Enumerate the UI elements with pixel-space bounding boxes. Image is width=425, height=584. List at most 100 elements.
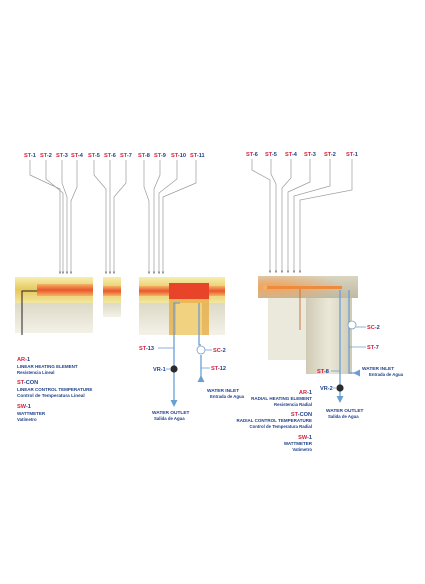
radial-legend-sw-es: Vatímetro <box>292 447 312 452</box>
radial-heater-core <box>262 285 268 290</box>
linear-probe-tip-4 <box>104 271 108 274</box>
linear-sensor-wires <box>29 160 197 274</box>
legend-ar-en: LINEAR HEATING ELEMENT <box>17 364 78 369</box>
linear-probe-tip-0 <box>58 271 62 274</box>
linear-sensor-label-8: ST-9 <box>154 153 166 159</box>
linear-wire-10 <box>162 160 197 274</box>
linear-probe-tip-10 <box>161 271 165 274</box>
linear-wire-8 <box>153 160 161 274</box>
linear-sensor-label-4: ST-5 <box>88 153 100 159</box>
radial-wire-5 <box>299 159 353 273</box>
radial-sensor-label-3: ST-3 <box>304 152 316 158</box>
radial-heater-band <box>264 286 342 289</box>
cooling-jacket-core <box>176 303 202 335</box>
vr1-label: VR-1 <box>153 367 166 373</box>
radial-wire-1 <box>270 159 277 273</box>
legend-sw-en: WATTMETER <box>17 411 46 416</box>
linear-bar <box>15 277 225 335</box>
linear-probe-tip-6 <box>112 271 116 274</box>
linear-probe-tip-8 <box>152 271 156 274</box>
outlet-title: WATER OUTLET <box>152 410 190 416</box>
radial-sensor-wires <box>251 159 353 273</box>
hot-zone <box>169 283 209 299</box>
radial-legend-sw-en: WATTMETER <box>284 441 313 446</box>
radial-probe-tip-0 <box>268 270 272 273</box>
linear-wire-3 <box>70 160 78 274</box>
legend-ar-code: AR-1 <box>17 357 30 363</box>
linear-sensor-label-1: ST-2 <box>40 153 52 159</box>
radial-valve-icon <box>336 384 344 392</box>
linear-sensor-label-7: ST-8 <box>138 153 150 159</box>
radial-cylinder <box>306 296 352 374</box>
radial-legend-ar-code: AR-1 <box>299 390 312 396</box>
sc2-label-radial: SC-2 <box>367 325 380 331</box>
bar-shade-left <box>15 303 93 333</box>
linear-probe-tip-2 <box>65 271 69 274</box>
bar-shade-mid <box>103 303 121 317</box>
linear-water-circuit <box>158 302 212 407</box>
outlet-sub: Salida de Agua <box>154 416 185 421</box>
inlet-pipe <box>198 303 202 378</box>
radial-probe-tip-4 <box>292 270 296 273</box>
radial-wire-4 <box>293 159 331 273</box>
st12-label: ST-12 <box>211 366 226 372</box>
linear-wire-1 <box>45 160 64 274</box>
radial-legend: AR-1 RADIAL HEATING ELEMENT Resistencia … <box>236 390 312 452</box>
linear-sensor-label-9: ST-10 <box>171 153 186 159</box>
flow-sensor-icon <box>196 345 206 355</box>
inlet-arrow <box>197 375 205 382</box>
legend-stcon-code: ST-CON <box>17 380 38 386</box>
radial-legend-stcon-code: ST-CON <box>291 412 312 418</box>
radial-legend-stcon-es: Control de Temperatura Radial <box>250 424 312 429</box>
linear-sensor-label-5: ST-6 <box>104 153 116 159</box>
legend-ar-es: Resistencia Lineal <box>17 370 55 375</box>
linear-wire-7 <box>143 160 150 274</box>
radial-wire-2 <box>281 159 292 273</box>
radial-outlet-arrow <box>336 396 344 403</box>
valve-icon <box>170 365 178 373</box>
radial-wire-3 <box>287 159 311 273</box>
sc2-label: SC-2 <box>213 348 226 354</box>
linear-probe-tip-7 <box>147 271 151 274</box>
linear-sensor-label-0: ST-1 <box>24 153 36 159</box>
heater-left <box>37 284 93 296</box>
linear-legend: AR-1 LINEAR HEATING ELEMENT Resistencia … <box>17 357 92 422</box>
radial-legend-sw-code: SW-1 <box>298 435 312 441</box>
radial-sensor-label-2: ST-4 <box>285 152 298 158</box>
radial-probe-tip-3 <box>286 270 290 273</box>
radial-inlet-arrow <box>353 369 360 377</box>
heater-mid <box>103 286 121 296</box>
inlet-title: WATER INLET <box>207 388 239 394</box>
linear-probe-tip-5 <box>108 271 112 274</box>
vr2-label-radial: VR-2 <box>320 386 333 392</box>
radial-flow-sensor-icon <box>347 320 357 330</box>
linear-sensor-label-10: ST-11 <box>190 153 205 159</box>
radial-inlet-title: WATER INLET <box>362 366 394 372</box>
heater-cable <box>21 290 37 335</box>
radial-wire-0 <box>251 159 271 273</box>
linear-sensor-label-2: ST-3 <box>56 153 68 159</box>
st13-label: ST-13 <box>139 346 154 352</box>
legend-stcon-es: Control de Temperatura Lineal <box>17 393 85 398</box>
outlet-arrow <box>170 400 178 407</box>
linear-wire-2 <box>61 160 68 274</box>
legend-stcon-en: LINEAR CONTROL TEMPERATURE <box>17 387 92 392</box>
linear-wire-4 <box>93 160 107 274</box>
radial-legend-ar-es: Resistencia Radial <box>274 402 312 407</box>
legend-sw-code: SW-1 <box>17 404 31 410</box>
radial-probe-tip-5 <box>298 270 302 273</box>
linear-probe-tip-3 <box>69 271 73 274</box>
st8-label-radial: ST-8 <box>317 369 329 375</box>
legend-sw-es: Vatímetro <box>17 417 37 422</box>
linear-sensor-label-6: ST-7 <box>120 153 132 159</box>
radial-outlet-title: WATER OUTLET <box>326 408 364 414</box>
linear-sensor-label-3: ST-4 <box>71 153 84 159</box>
st7-label-radial: ST-7 <box>367 345 379 351</box>
linear-probe-tip-9 <box>157 271 161 274</box>
linear-wire-9 <box>158 160 178 274</box>
radial-legend-ar-en: RADIAL HEATING ELEMENT <box>251 396 312 401</box>
